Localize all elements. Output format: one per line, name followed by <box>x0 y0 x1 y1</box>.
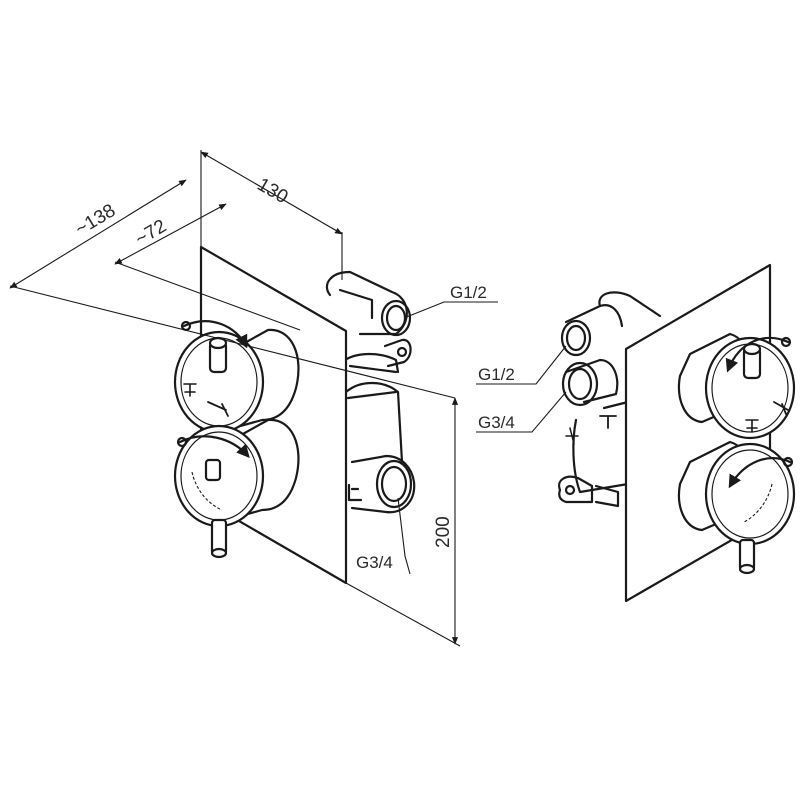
upper-handle-front <box>173 320 300 434</box>
shower-head-icon <box>183 383 197 397</box>
lower-handle-rear <box>677 440 796 575</box>
dimension-label-width: 130 <box>254 174 292 208</box>
dimension-lines <box>9 150 498 647</box>
connection-label-rear-top: G1/2 <box>478 365 515 384</box>
upper-handle-rear <box>677 332 796 440</box>
valve-body-rear <box>558 291 662 508</box>
front-view: 130 ~138 ~72 200 G1/2 G3/4 <box>9 150 498 647</box>
connection-label-front-bottom: G3/4 <box>356 553 393 572</box>
dimension-label-height: 200 <box>433 516 454 548</box>
shower-head-icon-rear <box>745 419 759 433</box>
connection-label-front-top: G1/2 <box>450 283 487 302</box>
dimension-label-depth-total: ~138 <box>72 200 119 240</box>
hand-shower-icon <box>207 401 229 417</box>
rear-view: G1/2 G3/4 <box>476 263 796 603</box>
valve-body-front <box>325 270 416 514</box>
connection-label-rear-bottom: G3/4 <box>478 413 515 432</box>
lower-handle-front <box>173 418 300 559</box>
hand-shower-icon-rear <box>773 401 789 415</box>
dimension-label-depth-partial: ~72 <box>132 216 170 251</box>
